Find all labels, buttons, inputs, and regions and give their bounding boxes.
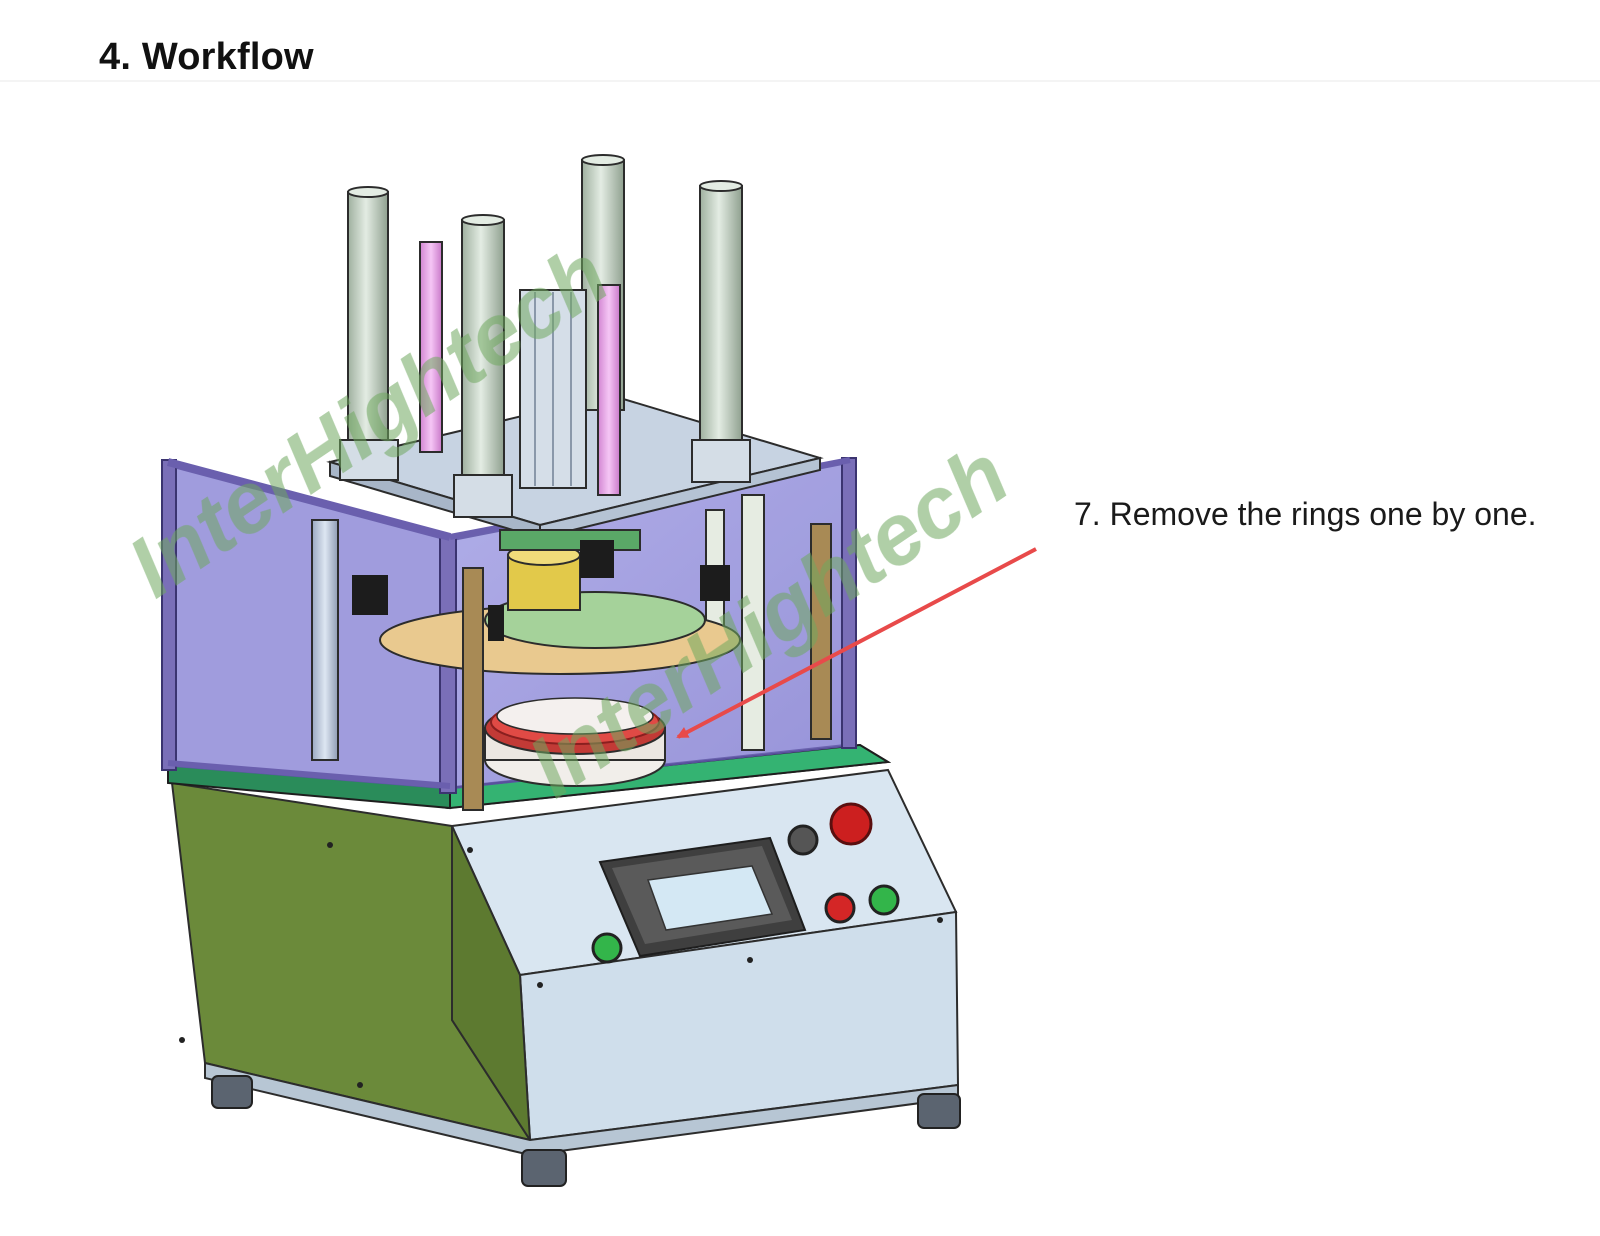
- ring-fixture: [484, 697, 666, 787]
- start-button-left: [591, 932, 623, 964]
- heading-divider: [0, 80, 1600, 82]
- control-panel: [591, 802, 900, 964]
- section-heading: 4. Workflow: [99, 36, 314, 78]
- light-curtains: [462, 523, 832, 811]
- step-instruction: 7. Remove the rings one by one.: [1074, 496, 1537, 532]
- selector-switch: [787, 824, 819, 856]
- touch-screen: [646, 865, 774, 931]
- stop-button: [824, 892, 856, 924]
- table-top: [167, 743, 892, 810]
- pointer-arrow: [676, 547, 1037, 739]
- pneumatic-cylinders: [339, 154, 751, 518]
- start-button-right: [868, 884, 900, 916]
- emergency-stop-button: [829, 802, 873, 846]
